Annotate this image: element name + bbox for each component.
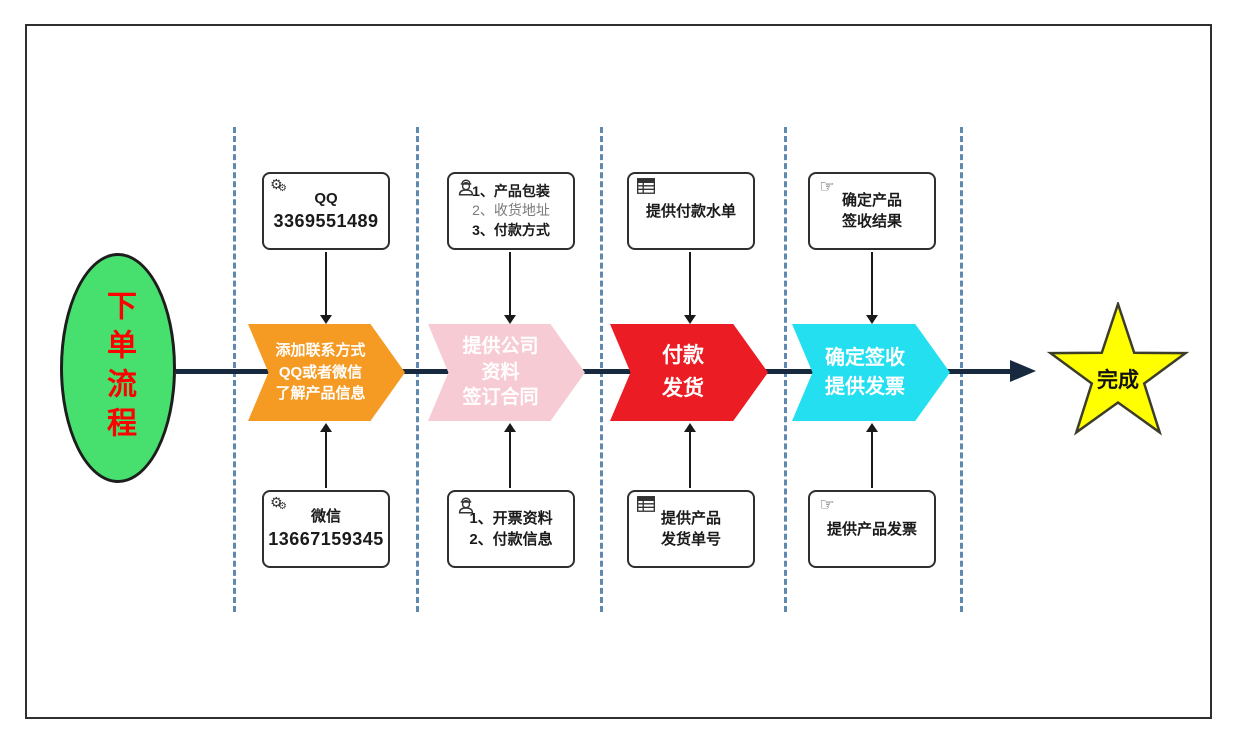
star-icon (1046, 300, 1190, 436)
worker-icon (455, 495, 477, 517)
stage-line: 签订合同 (462, 387, 539, 409)
note-shipping-number: 提供产品 发货单号 (627, 490, 755, 568)
worker-icon (455, 177, 477, 199)
note-line: 3、付款方式 (472, 221, 550, 238)
note-line: 3369551489 (273, 210, 379, 231)
note-qq: ⚙ ⚙ QQ 3369551489 (262, 172, 390, 250)
note-payment-slip: 提供付款水单 (627, 172, 755, 250)
note-line: 1、开票资料 (469, 510, 553, 527)
note-invoice-info: 1、开票资料 2、付款信息 (447, 490, 575, 568)
stage-line: 付款 (662, 343, 704, 367)
note-line: 1、产品包装 (472, 182, 550, 199)
start-node: 下单流程 (60, 253, 176, 483)
connector-up (684, 423, 696, 488)
arrow-down-icon (684, 315, 696, 324)
arrow-up-icon (684, 423, 696, 432)
note-line: 提供产品 (660, 510, 721, 527)
note-line: 13667159345 (268, 528, 384, 549)
stage-line: 了解产品信息 (275, 385, 366, 403)
connector-down (320, 252, 332, 324)
table-icon (635, 495, 657, 517)
pointing-hand-icon: ☞ (819, 495, 835, 514)
stage-line: QQ或者微信 (278, 363, 363, 381)
connector-up (866, 423, 878, 488)
arrow-down-icon (320, 315, 332, 324)
note-product-invoice: ☞ 提供产品发票 (808, 490, 936, 568)
stage-line: 资料 (481, 361, 520, 383)
note-line: 2、收货地址 (472, 202, 550, 219)
stage-payment: 付款 发货 (610, 324, 768, 421)
main-flow-arrowhead-icon (1010, 360, 1036, 382)
table-icon (635, 177, 657, 199)
stage-line: 提供公司 (462, 336, 539, 358)
note-receipt-result: ☞ 确定产品 签收结果 (808, 172, 936, 250)
arrow-down-icon (504, 315, 516, 324)
finish-node-label: 完成 (1097, 369, 1139, 392)
note-line: 提供付款水单 (645, 202, 736, 220)
note-line: 2、付款信息 (469, 531, 553, 548)
arrow-down-icon (866, 315, 878, 324)
note-line: 签收结果 (841, 213, 902, 230)
note-line: 提供产品发票 (826, 520, 917, 538)
pointing-hand-icon: ☞ (819, 177, 835, 196)
note-line: 确定产品 (841, 192, 902, 209)
connector-down (866, 252, 878, 324)
note-line: 微信 (310, 507, 341, 525)
note-line: 发货单号 (660, 531, 721, 548)
gears-icon: ⚙ ⚙ (270, 176, 287, 194)
stage-receipt: 确定签收 提供发票 (792, 324, 950, 421)
gears-icon: ⚙ ⚙ (270, 494, 287, 512)
stage-line: 添加联系方式 (275, 341, 366, 359)
arrow-up-icon (504, 423, 516, 432)
arrow-up-icon (320, 423, 332, 432)
stage-contract: 提供公司 资料 签订合同 (428, 324, 585, 421)
note-wechat: ⚙ ⚙ 微信 13667159345 (262, 490, 390, 568)
stage-contact: 添加联系方式 QQ或者微信 了解产品信息 (248, 324, 405, 421)
connector-up (504, 423, 516, 488)
main-flow-line (176, 369, 1012, 374)
connector-down (504, 252, 516, 324)
note-order-info: 1、产品包装 2、收货地址 3、付款方式 (447, 172, 575, 250)
finish-node: 完成 (1042, 300, 1194, 448)
stage-line: 确定签收 (825, 346, 905, 369)
arrow-up-icon (866, 423, 878, 432)
connector-up (320, 423, 332, 488)
stage-line: 发货 (662, 376, 704, 400)
stage-line: 提供发票 (825, 375, 905, 398)
start-node-label: 下单流程 (102, 290, 135, 446)
connector-down (684, 252, 696, 324)
note-line: QQ (314, 189, 338, 207)
